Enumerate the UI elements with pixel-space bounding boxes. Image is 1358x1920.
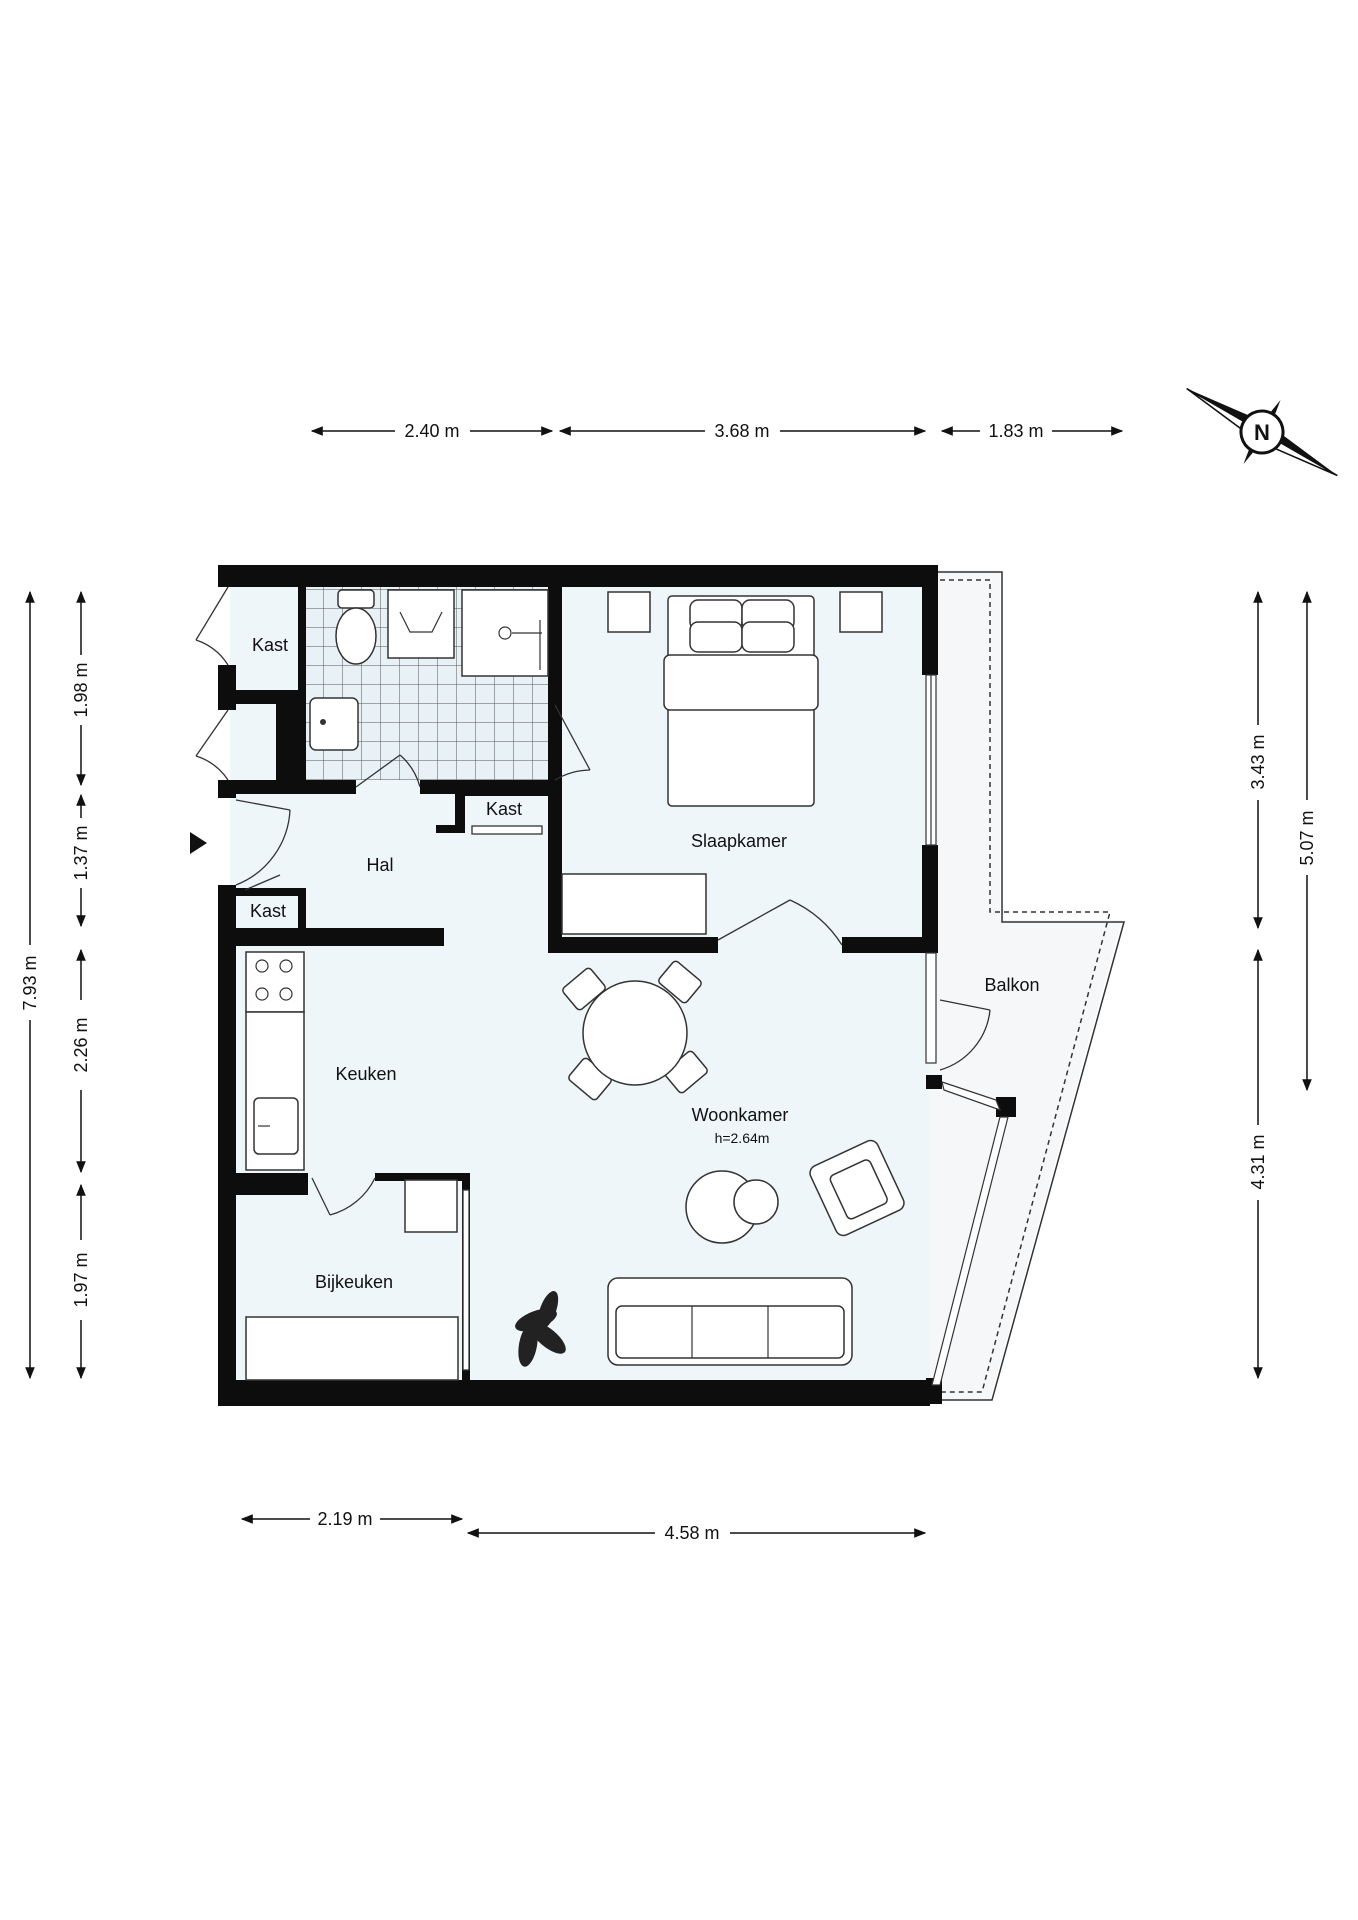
sofa-icon: [607, 1277, 853, 1366]
room-label-woonkamer-height: h=2.64m: [715, 1130, 770, 1146]
dim-top-2: 3.68 m: [714, 421, 769, 441]
room-label-balkon: Balkon: [984, 975, 1039, 995]
appliance-box: [404, 1179, 458, 1233]
dim-top-3: 1.83 m: [988, 421, 1043, 441]
dim-left-outer: 7.93 m: [20, 955, 40, 1010]
room-label-kast-middle: Kast: [486, 799, 522, 819]
bathroom-sink-icon: [309, 697, 359, 751]
toilet-icon: [335, 589, 377, 665]
coffee-table-icon: [685, 1170, 779, 1244]
room-label-woonkamer: Woonkamer: [692, 1105, 789, 1125]
bed-icon: [663, 595, 819, 807]
balcony-railing: [932, 571, 1125, 1401]
dim-right-outer: 5.07 m: [1297, 810, 1317, 865]
compass-label: N: [1254, 420, 1270, 445]
room-label-kast-top: Kast: [252, 635, 288, 655]
walls: [218, 565, 1016, 1406]
dim-left-1: 1.98 m: [71, 662, 91, 717]
armchair-icon: [809, 1139, 905, 1237]
room-label-hal: Hal: [366, 855, 393, 875]
dim-right-1: 3.43 m: [1248, 734, 1268, 789]
dimension-labels: 2.40 m 3.68 m 1.83 m 2.19 m 4.58 m 7.93 …: [20, 421, 1317, 1543]
windows: [925, 674, 1009, 1386]
shower-icon: [461, 589, 549, 677]
doors: [195, 586, 991, 1371]
dining-table-icon: [562, 960, 708, 1101]
dim-top-1: 2.40 m: [404, 421, 459, 441]
plant-icon: [515, 1291, 566, 1367]
dim-bottom-1: 2.19 m: [317, 1509, 372, 1529]
kitchen-sink-icon: [253, 1097, 299, 1155]
stove-icon: [245, 951, 305, 1013]
dim-left-3: 2.26 m: [71, 1017, 91, 1072]
dim-bottom-2: 4.58 m: [664, 1523, 719, 1543]
room-label-slaapkamer: Slaapkamer: [691, 831, 787, 851]
utility-counter: [245, 1316, 459, 1381]
room-label-kast-hal: Kast: [250, 901, 286, 921]
entrance-arrow-icon: [190, 832, 207, 854]
north-arrow-icon: N: [1186, 387, 1338, 477]
nightstand-left: [607, 591, 651, 633]
wardrobe: [561, 873, 707, 935]
balcony-floor: [930, 570, 1122, 1400]
furniture: [245, 589, 905, 1381]
nightstand-right: [839, 591, 883, 633]
dim-left-2: 1.37 m: [71, 825, 91, 880]
room-label-keuken: Keuken: [335, 1064, 396, 1084]
dim-right-2: 4.31 m: [1248, 1134, 1268, 1189]
room-labels: Kast Kast Hal Kast Slaapkamer Keuken Woo…: [250, 635, 1040, 1292]
washing-machine-icon: [387, 589, 455, 659]
dimension-lines: [25, 426, 1312, 1538]
room-label-bijkeuken: Bijkeuken: [315, 1272, 393, 1292]
dim-left-4: 1.97 m: [71, 1252, 91, 1307]
